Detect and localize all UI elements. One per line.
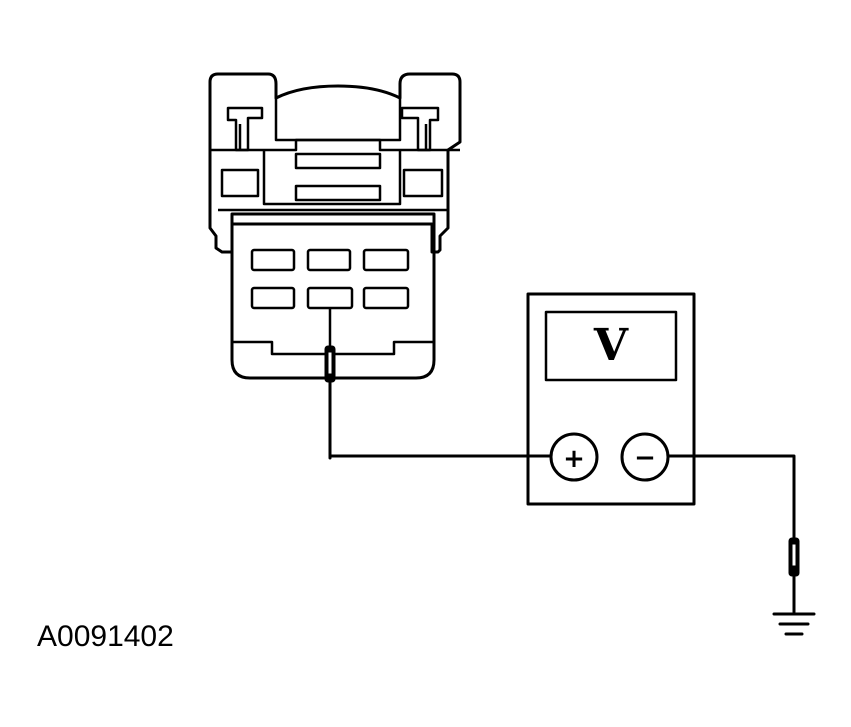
negative-terminal-label: − (634, 443, 656, 473)
connector-icon (208, 72, 462, 380)
multimeter-icon: V + − (526, 292, 696, 506)
meter-display-label: V (593, 320, 629, 371)
positive-terminal (549, 432, 599, 482)
positive-terminal-label: + (563, 444, 585, 474)
negative-lead-wire (666, 454, 796, 544)
figure-id: A0091402 (37, 620, 174, 653)
ground-icon (772, 537, 816, 636)
probe-icon (324, 308, 336, 460)
meter-display (544, 310, 678, 382)
